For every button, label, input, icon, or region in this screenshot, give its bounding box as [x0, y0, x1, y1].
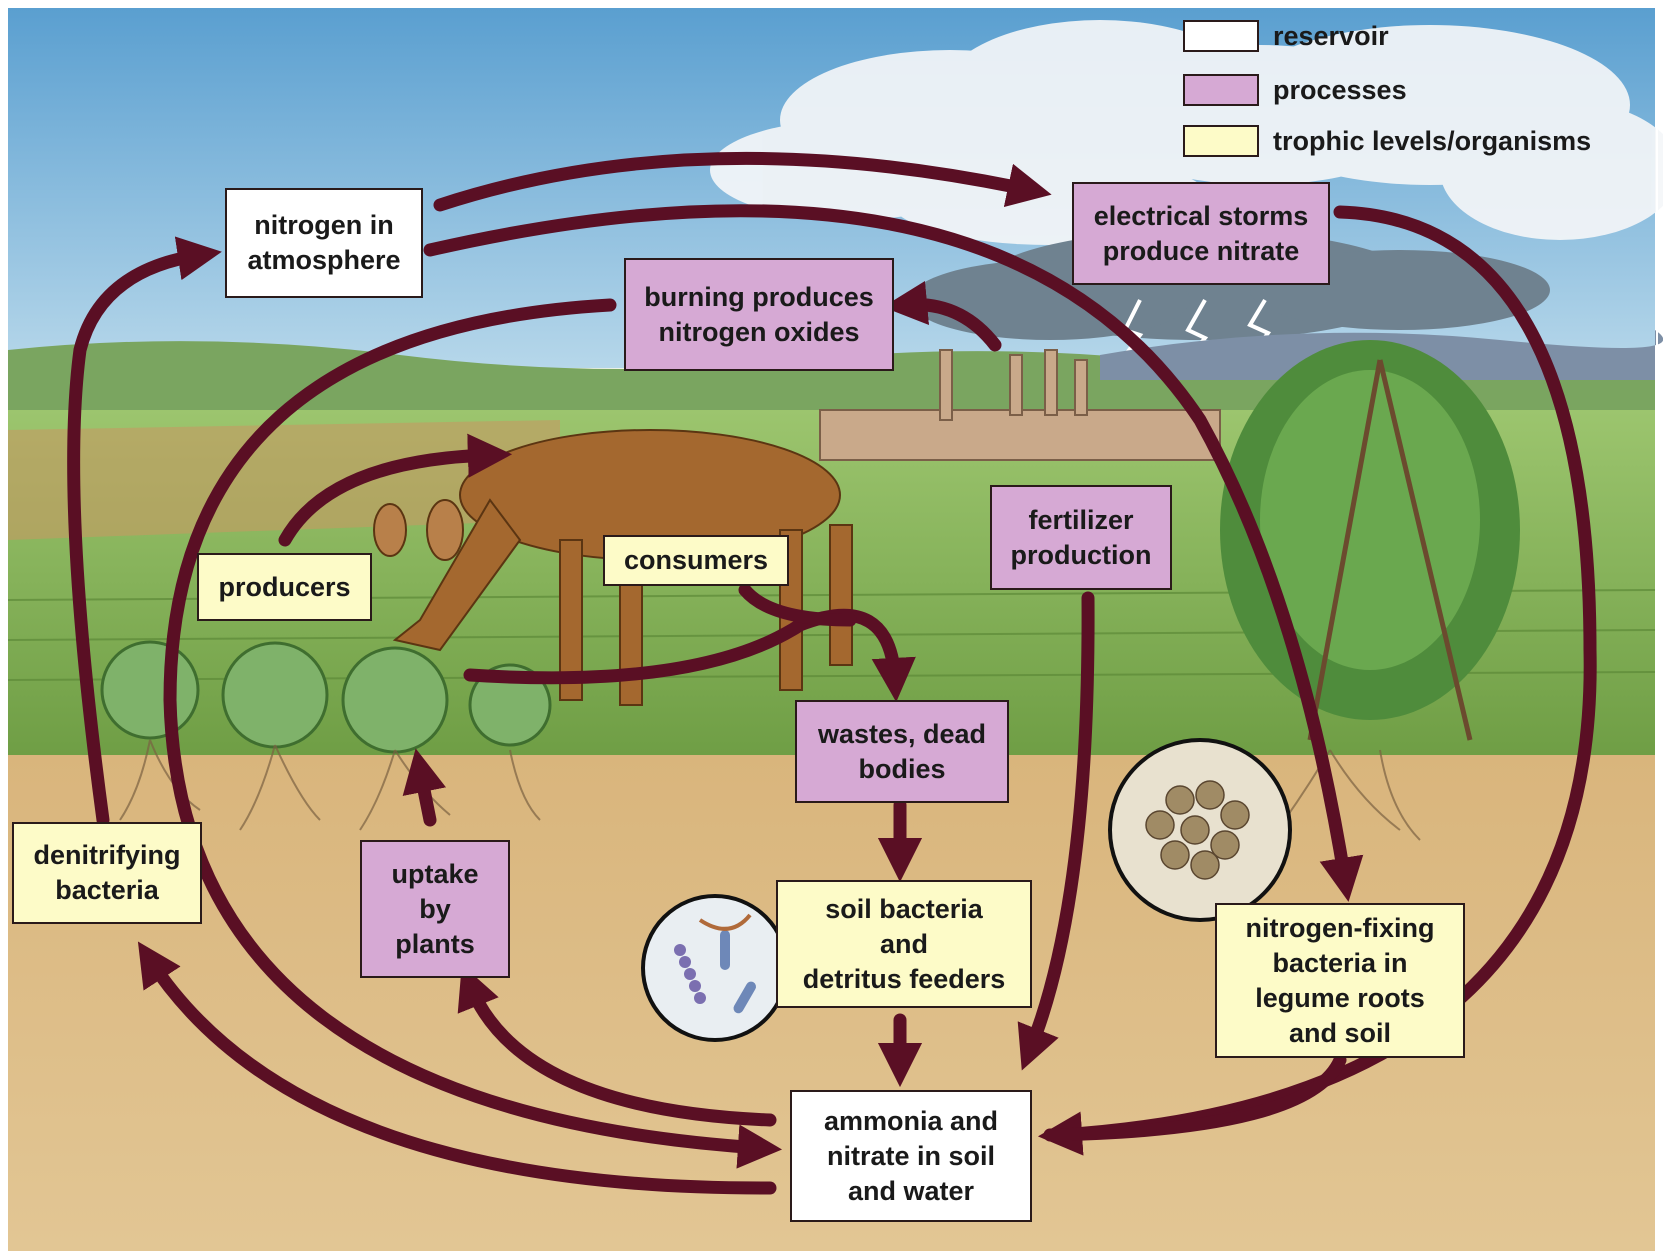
legend-swatch-trophic [1183, 125, 1259, 157]
node-wastes-dead-bodies: wastes, dead bodies [795, 700, 1009, 803]
legend-label-reservoir: reservoir [1273, 21, 1389, 52]
root-nodules-inset [1110, 740, 1290, 920]
legend-swatch-processes [1183, 74, 1259, 106]
node-fertilizer-production: fertilizer production [990, 485, 1172, 590]
node-ammonia-and-nitrate: ammonia and nitrate in soil and water [790, 1090, 1032, 1222]
legend-trophic: trophic levels/organisms [1183, 125, 1591, 157]
node-consumers: consumers [603, 535, 789, 586]
node-nitrogen-fixing-bacteria: nitrogen-fixing bacteria in legume roots… [1215, 903, 1465, 1058]
node-burning-produces-nitrogen-oxides: burning produces nitrogen oxides [624, 258, 894, 371]
node-denitrifying-bacteria: denitrifying bacteria [12, 822, 202, 924]
node-soil-bacteria-and-detritus-feeders: soil bacteria and detritus feeders [776, 880, 1032, 1008]
legend-reservoir: reservoir [1183, 20, 1389, 52]
legend-label-trophic: trophic levels/organisms [1273, 126, 1591, 157]
legend-swatch-reservoir [1183, 20, 1259, 52]
node-producers: producers [197, 553, 372, 621]
soil-bacteria-inset [643, 896, 787, 1040]
legend-processes: processes [1183, 74, 1407, 106]
node-electrical-storms: electrical storms produce nitrate [1072, 182, 1330, 285]
node-uptake-by-plants: uptake by plants [360, 840, 510, 978]
node-nitrogen-in-atmosphere: nitrogen in atmosphere [225, 188, 423, 298]
legend-label-processes: processes [1273, 75, 1407, 106]
